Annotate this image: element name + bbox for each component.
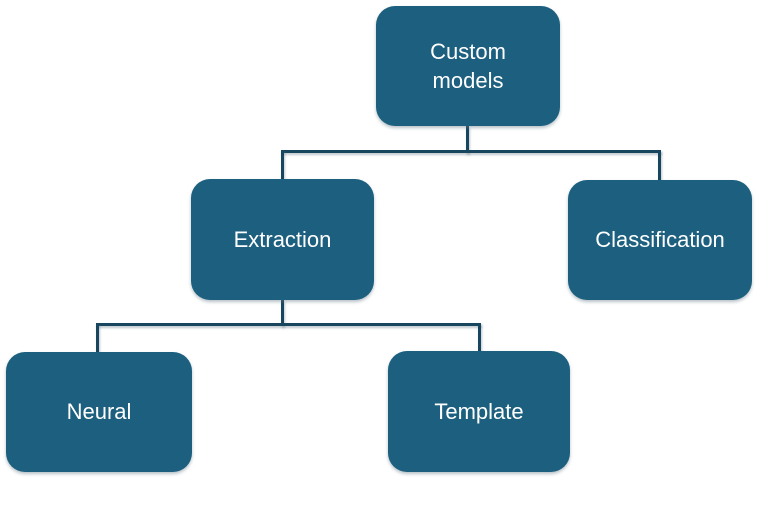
- node-template-label: Template: [434, 398, 524, 424]
- connector-extraction-down: [281, 300, 284, 326]
- connector-extraction-up: [281, 150, 284, 179]
- node-custom-models: Custom models: [376, 6, 560, 126]
- node-classification-label: Classification: [595, 227, 725, 253]
- connector-level2-horizontal: [96, 323, 481, 326]
- node-template: Template: [388, 351, 570, 472]
- node-neural: Neural: [6, 352, 192, 472]
- connector-classification-up: [658, 150, 661, 180]
- connector-neural-up: [96, 323, 99, 352]
- node-extraction: Extraction: [191, 179, 374, 300]
- node-classification: Classification: [568, 180, 752, 300]
- node-extraction-label: Extraction: [233, 226, 332, 252]
- connector-template-up: [478, 323, 481, 351]
- connector-level1-horizontal: [281, 150, 661, 153]
- node-custom-models-label: Custom models: [430, 38, 506, 93]
- node-neural-label: Neural: [66, 399, 132, 425]
- connector-root-down: [466, 126, 469, 153]
